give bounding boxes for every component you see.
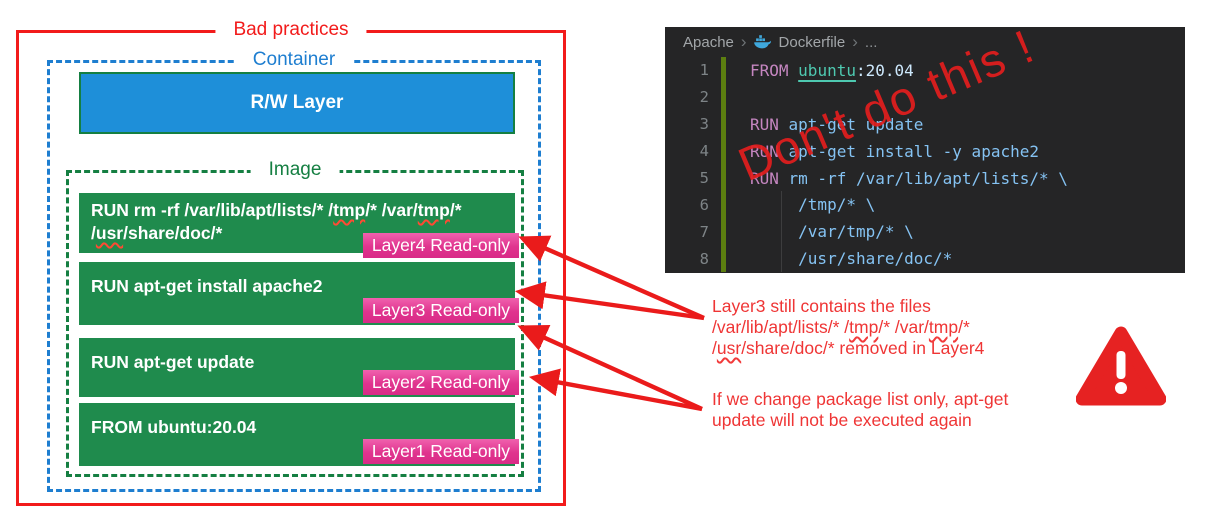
note-line: /usr/share/doc/* removed in Layer4 [712, 338, 1082, 359]
layer-badge: Layer3 Read-only [362, 298, 519, 323]
code-line: 6 /tmp/* \ [665, 191, 1185, 219]
image-box: Image [66, 159, 524, 477]
line-number: 3 [699, 115, 709, 134]
text-segment: FROM [750, 60, 799, 80]
code-line: 4 RUN apt-get install -y apache2 [665, 137, 1185, 165]
chevron-right-icon: › [852, 31, 858, 51]
layer-badge: Layer2 Read-only [362, 370, 519, 395]
text-segment: :20.04 [855, 60, 914, 80]
bad-practices-title: Bad practices [215, 19, 367, 41]
line-number: 2 [699, 88, 709, 107]
misspelled-word: tmp [928, 317, 959, 337]
text-segment: RUN apt-get install apache2 [91, 276, 323, 296]
note-line: If we change package list only, apt-get [712, 389, 1082, 410]
text-segment: FROM ubuntu:20.04 [91, 417, 257, 437]
text-segment: / [712, 338, 717, 358]
text-segment: rm -rf /var/lib/apt/lists/* \ [788, 168, 1068, 188]
line-number: 4 [699, 142, 709, 161]
text-segment: RUN [750, 114, 789, 134]
text-segment: If we change package list only, apt-get [712, 389, 1009, 409]
git-added-gutter-bar [721, 164, 726, 192]
text-segment: RUN [750, 141, 789, 161]
breadcrumb-file[interactable]: Dockerfile [778, 33, 846, 51]
image-label: Image [250, 159, 340, 181]
chevron-right-icon: › [740, 31, 747, 51]
note-layer3-files: Layer3 still contains the files/var/lib/… [712, 296, 1082, 359]
rw-layer-label: R/W Layer [250, 92, 344, 113]
text-segment: apt-get update [788, 114, 924, 134]
text-segment: /* / [91, 200, 462, 243]
git-added-gutter-bar [721, 137, 726, 165]
text-segment: RUN [750, 168, 789, 188]
line-number: 6 [699, 195, 709, 214]
layer-badge: Layer4 Read-only [362, 233, 519, 258]
text-segment: /share/doc/* removed in Layer4 [741, 338, 985, 358]
breadcrumb: Apache › Dockerfile › ... [665, 27, 1185, 57]
text-segment: RUN rm -rf /var/lib/apt/lists/* / [91, 200, 334, 220]
text-segment: update will not be executed again [712, 410, 972, 430]
line-number: 1 [699, 61, 709, 80]
text-segment: /* /var/ [365, 200, 418, 220]
layer-command-text: FROM ubuntu:20.04 [79, 403, 483, 439]
layer-command-text: RUN rm -rf /var/lib/apt/lists/* /tmp/* /… [79, 193, 483, 245]
text-segment: /* /var/ [878, 317, 929, 337]
layer-command-text: RUN apt-get update [79, 338, 483, 374]
git-added-gutter-bar [721, 83, 726, 111]
code-line: 3 RUN apt-get update [665, 110, 1185, 138]
text-segment: /share/doc/* [123, 222, 223, 243]
text-segment: /tmp/* \ [750, 195, 876, 215]
rw-layer: R/W Layer [79, 72, 515, 134]
note-line: Layer3 still contains the files [712, 296, 1082, 317]
code-line: 1 FROM ubuntu:20.04 [665, 57, 1185, 84]
text-segment: /var/lib/apt/lists/* / [712, 317, 850, 337]
note-line: /var/lib/apt/lists/* /tmp/* /var/tmp/* [712, 317, 1082, 338]
text-segment: Layer3 still contains the files [712, 296, 931, 316]
git-added-gutter-bar [721, 191, 726, 219]
git-added-gutter-bar [721, 110, 726, 138]
code-text: RUN rm -rf /var/lib/apt/lists/* \ [726, 169, 1068, 188]
code-text: RUN apt-get install -y apache2 [726, 142, 1039, 161]
breadcrumb-ellipsis[interactable]: ... [864, 33, 878, 51]
misspelled-word: usr [716, 338, 742, 358]
text-segment: /* [958, 317, 970, 337]
docker-whale-icon [753, 35, 772, 49]
image-layer-layer4: RUN rm -rf /var/lib/apt/lists/* /tmp/* /… [79, 193, 519, 258]
misspelled-word: tmp [849, 317, 879, 337]
text-segment: apt-get install -y apache2 [788, 141, 1039, 161]
code-line: 5 RUN rm -rf /var/lib/apt/lists/* \ [665, 164, 1185, 192]
line-number: 7 [699, 222, 709, 241]
text-segment: RUN apt-get update [91, 352, 255, 372]
code-editor[interactable]: Apache › Dockerfile › ... 1 FROM ubuntu:2… [665, 19, 1185, 273]
misspelled-word: usr [95, 222, 124, 243]
layer-command-text: RUN apt-get install apache2 [79, 262, 483, 298]
misspelled-word: tmp [333, 200, 366, 220]
container-label: Container [234, 49, 354, 71]
code-text: /tmp/* \ [726, 195, 875, 214]
code-line: 2 [665, 83, 1185, 111]
git-added-gutter-bar [721, 245, 726, 273]
code-text: FROM ubuntu:20.04 [726, 61, 914, 80]
code-line: 8 /usr/share/doc/* [665, 245, 1185, 273]
text-segment: ubuntu [798, 60, 856, 80]
line-number: 5 [699, 169, 709, 187]
git-added-gutter-bar [721, 218, 726, 246]
git-added-gutter-bar [721, 57, 726, 84]
code-text: /var/tmp/* \ [726, 222, 914, 241]
code-text: RUN apt-get update [726, 115, 923, 134]
warning-triangle-icon [1075, 326, 1167, 415]
text-segment: /usr/share/doc/* [750, 249, 953, 269]
note-line: update will not be executed again [712, 410, 1082, 431]
line-number: 8 [699, 249, 709, 268]
layer-badge: Layer1 Read-only [362, 439, 519, 464]
misspelled-word: tmp [417, 200, 450, 220]
code-line: 7 /var/tmp/* \ [665, 218, 1185, 246]
breadcrumb-folder[interactable]: Apache [683, 33, 734, 51]
text-segment: /var/tmp/* \ [750, 222, 914, 242]
code-text: /usr/share/doc/* [726, 249, 952, 268]
